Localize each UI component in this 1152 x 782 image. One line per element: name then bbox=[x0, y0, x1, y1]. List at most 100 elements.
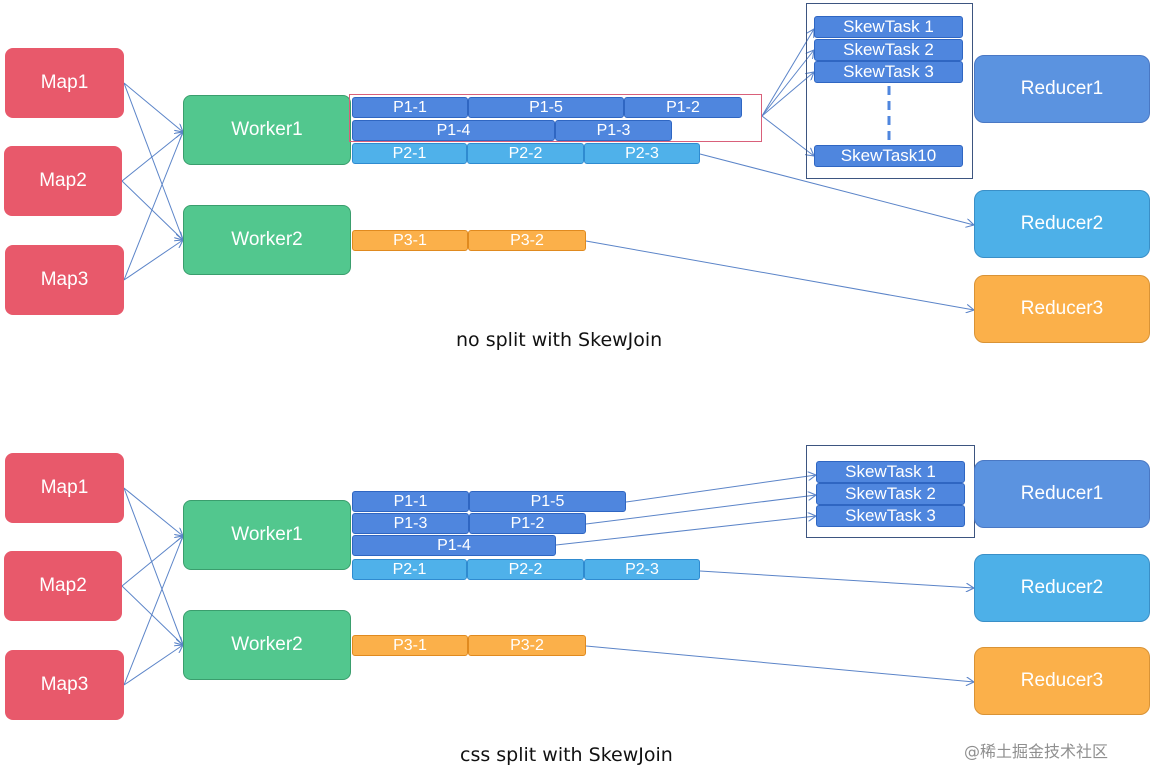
map2-label-bottom: Map2 bbox=[39, 575, 87, 596]
skewtask-group-frame-top bbox=[806, 3, 973, 179]
partition-p2-3-bottom: P2-3 bbox=[584, 559, 700, 580]
partition-p1-4-bottom: P1-4 bbox=[352, 535, 556, 556]
reducer3-node-top: Reducer3 bbox=[974, 275, 1150, 343]
skewtask-1-bottom: SkewTask 1 bbox=[816, 461, 965, 483]
partition-p3-1-top: P3-1 bbox=[352, 230, 468, 251]
partition-p1-3-bottom: P1-3 bbox=[352, 513, 469, 534]
map1-label-top: Map1 bbox=[40, 72, 89, 93]
edge-p1-skewtask3-top bbox=[761, 72, 814, 117]
partition-p1-5-bottom: P1-5 bbox=[469, 491, 626, 512]
worker2-label-top: Worker2 bbox=[231, 229, 303, 250]
edge-p2-reducer2-bottom bbox=[699, 570, 974, 588]
edge-map3-worker2-bottom bbox=[123, 645, 183, 686]
partition-label: P1-4 bbox=[436, 121, 471, 139]
partition-p1-2-top: P1-2 bbox=[624, 97, 742, 118]
edge-map1-worker1-top bbox=[123, 82, 183, 132]
edge-map1-worker2-bottom bbox=[123, 487, 183, 645]
reducer3-node-bottom: Reducer3 bbox=[974, 647, 1150, 715]
skewtask-1-top: SkewTask 1 bbox=[814, 16, 963, 38]
reducer2-label-top: Reducer2 bbox=[1020, 213, 1104, 234]
reducer1-label-top: Reducer1 bbox=[1020, 78, 1104, 99]
edge-map2-worker2-bottom bbox=[121, 585, 183, 645]
skewtask-label: SkewTask 3 bbox=[843, 62, 934, 81]
reducer1-node-top: Reducer1 bbox=[974, 55, 1150, 123]
partition-p3-2-bottom: P3-2 bbox=[468, 635, 586, 656]
reducer3-label-bottom: Reducer3 bbox=[1020, 670, 1104, 691]
skewtask-label: SkewTask10 bbox=[840, 146, 937, 165]
partition-label: P1-3 bbox=[596, 121, 631, 139]
skewtask-label: SkewTask 1 bbox=[845, 462, 936, 481]
partition-label: P2-3 bbox=[625, 560, 659, 578]
partition-label: P2-2 bbox=[508, 560, 543, 578]
partition-p2-1-bottom: P2-1 bbox=[352, 559, 467, 580]
edge-map1-worker2-top bbox=[123, 82, 183, 240]
partition-p1-3-top: P1-3 bbox=[555, 120, 672, 141]
partition-label: P3-1 bbox=[393, 636, 427, 654]
partition-label: P1-5 bbox=[529, 98, 563, 116]
edge-p3-reducer3-top bbox=[585, 240, 974, 310]
partition-p2-3-top: P2-3 bbox=[584, 143, 700, 164]
partition-label: P3-2 bbox=[510, 231, 544, 249]
worker1-label-top: Worker1 bbox=[231, 119, 303, 140]
map3-label-bottom: Map3 bbox=[40, 674, 89, 695]
partition-p3-2-top: P3-2 bbox=[468, 230, 586, 251]
worker2-node-bottom: Worker2 bbox=[183, 610, 351, 680]
map1-label-bottom: Map1 bbox=[40, 477, 89, 498]
partition-p1-5-top: P1-5 bbox=[468, 97, 624, 118]
map1-node-top: Map1 bbox=[5, 48, 124, 118]
partition-label: P2-3 bbox=[625, 144, 659, 162]
partition-p1-1-bottom: P1-1 bbox=[352, 491, 469, 512]
partition-p1-2-bottom: P1-2 bbox=[469, 513, 586, 534]
skewtask-label: SkewTask 1 bbox=[843, 17, 934, 36]
skewtask-2-bottom: SkewTask 2 bbox=[816, 483, 965, 505]
edge-map2-worker1-bottom bbox=[121, 536, 183, 587]
partition-p1-4-top: P1-4 bbox=[352, 120, 555, 141]
caption-bottom: css split with SkewJoin bbox=[460, 744, 673, 766]
skewed-partition-highlight bbox=[349, 94, 762, 142]
edge-map2-worker1-top bbox=[121, 132, 183, 182]
partition-p3-1-bottom: P3-1 bbox=[352, 635, 468, 656]
edge-map3-worker1-bottom bbox=[123, 536, 183, 686]
partition-label: P2-1 bbox=[392, 144, 427, 162]
partition-label: P2-1 bbox=[392, 560, 427, 578]
partition-label: P1-1 bbox=[393, 492, 428, 510]
partition-label: P3-1 bbox=[393, 231, 427, 249]
edge-map1-worker1-bottom bbox=[123, 487, 183, 536]
map1-node-bottom: Map1 bbox=[5, 453, 124, 523]
map3-node-top: Map3 bbox=[5, 245, 124, 315]
edge-map3-worker2-top bbox=[123, 240, 183, 281]
map2-node-bottom: Map2 bbox=[4, 551, 122, 621]
map2-label-top: Map2 bbox=[39, 170, 87, 191]
skewtask-label: SkewTask 2 bbox=[843, 40, 934, 59]
partition-p2-2-top: P2-2 bbox=[467, 143, 584, 164]
edge-p1-skewtask2-top bbox=[761, 50, 814, 117]
partition-label: P1-4 bbox=[437, 536, 471, 554]
worker2-label-bottom: Worker2 bbox=[231, 634, 303, 655]
edge-p1-4-skewtask3-bottom bbox=[555, 516, 816, 546]
skewtask-10-top: SkewTask10 bbox=[814, 145, 963, 167]
worker2-node-top: Worker2 bbox=[183, 205, 351, 275]
partition-label: P1-1 bbox=[393, 98, 427, 116]
edge-map2-worker2-top bbox=[121, 180, 183, 240]
watermark-text: @稀土掘金技术社区 bbox=[964, 742, 1109, 761]
worker1-node-top: Worker1 bbox=[183, 95, 351, 165]
edge-map3-worker1-top bbox=[123, 132, 183, 281]
partition-p1-1-top: P1-1 bbox=[352, 97, 468, 118]
edge-p2-reducer2-top bbox=[699, 153, 974, 225]
worker1-label-bottom: Worker1 bbox=[231, 524, 303, 545]
skewtask-2-top: SkewTask 2 bbox=[814, 39, 963, 61]
map2-node-top: Map2 bbox=[4, 146, 122, 216]
partition-label: P1-5 bbox=[530, 492, 565, 510]
partition-label: P1-3 bbox=[393, 514, 428, 532]
edge-p1-skewtask10-top bbox=[761, 115, 814, 156]
edge-p1-5-skewtask1-bottom bbox=[625, 475, 816, 503]
skewtask-label: SkewTask 2 bbox=[845, 484, 936, 503]
skewtask-label: SkewTask 3 bbox=[845, 506, 936, 525]
worker1-node-bottom: Worker1 bbox=[183, 500, 351, 570]
partition-label: P2-2 bbox=[508, 144, 543, 162]
reducer3-label-top: Reducer3 bbox=[1020, 298, 1104, 319]
reducer2-label-bottom: Reducer2 bbox=[1020, 577, 1104, 598]
edge-p1-skewtask1-top bbox=[761, 29, 814, 117]
skewtask-3-top: SkewTask 3 bbox=[814, 61, 963, 83]
